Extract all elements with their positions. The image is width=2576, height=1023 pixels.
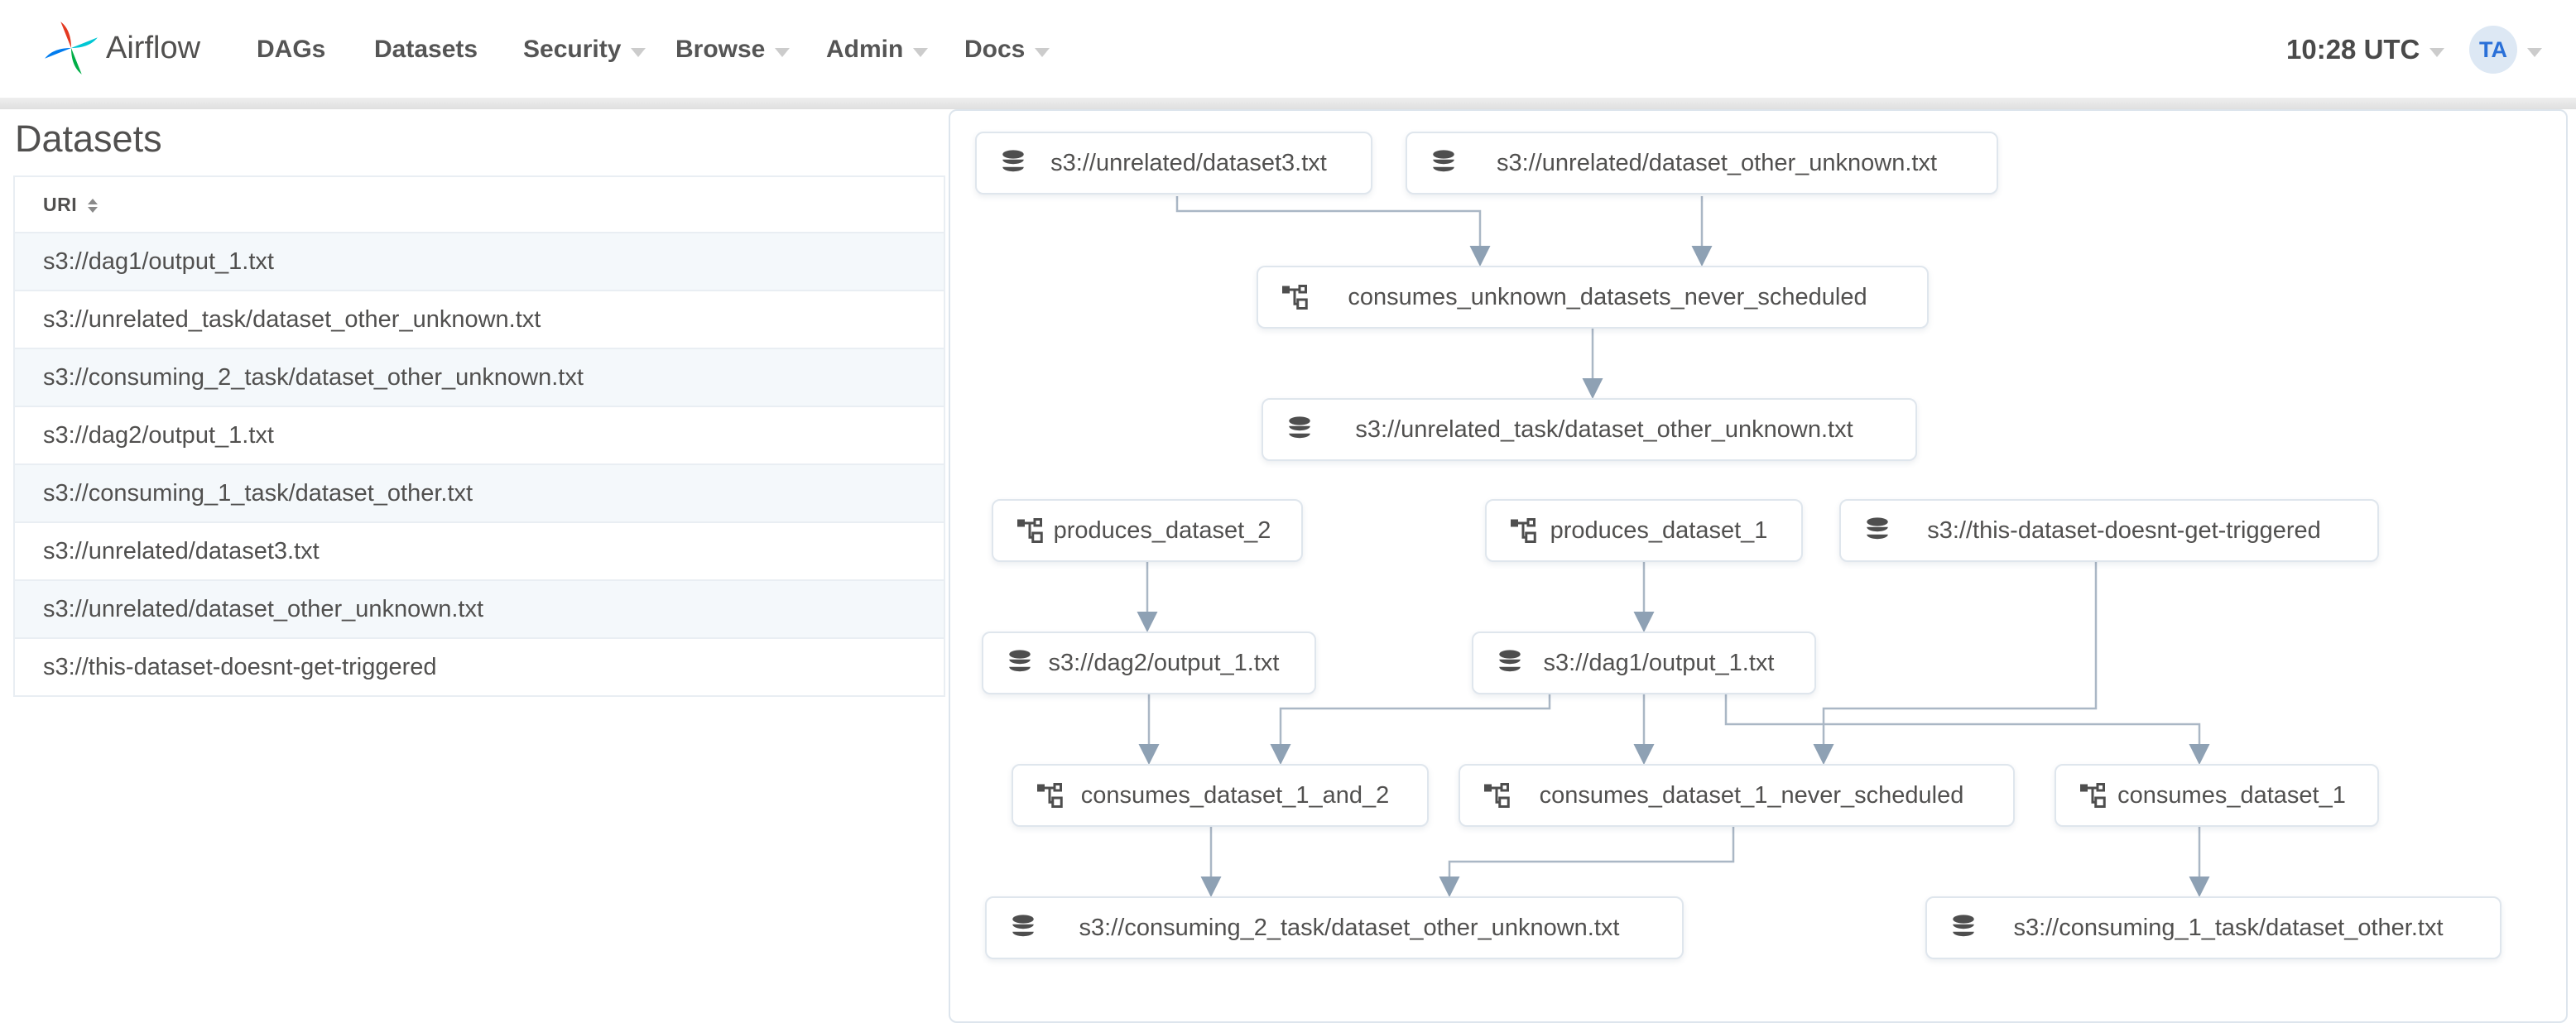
graph-node-dataset[interactable]: s3://unrelated_task/dataset_other_unknow… [1262, 398, 1917, 461]
dataset-uri-cell[interactable]: s3://unrelated_task/dataset_other_unknow… [14, 290, 944, 348]
clock-label: 10:28 UTC [2286, 34, 2420, 65]
graph-node-label: produces_dataset_1 [1550, 516, 1768, 544]
graph-node-label: produces_dataset_2 [1053, 516, 1271, 544]
nav-item-label: Security [523, 36, 622, 63]
nav-item-label: Browse [675, 36, 766, 63]
table-row[interactable]: s3://this-dataset-doesnt-get-triggered [14, 637, 944, 696]
database-icon [1009, 650, 1031, 672]
dataset-uri-cell[interactable]: s3://dag2/output_1.txt [14, 406, 944, 464]
graph-node-label: consumes_dataset_1_never_scheduled [1539, 781, 1964, 809]
table-row[interactable]: s3://unrelated/dataset_other_unknown.txt [14, 579, 944, 638]
brand-name: Airflow [106, 30, 201, 65]
graph-node-dataset[interactable]: s3://dag2/output_1.txt [982, 632, 1316, 694]
graph-node-dag[interactable]: produces_dataset_1 [1485, 499, 1803, 562]
user-menu[interactable]: TA [2469, 0, 2542, 99]
graph-node-label: consumes_dataset_1_and_2 [1080, 781, 1390, 809]
header-divider [0, 98, 2576, 109]
database-icon [1867, 517, 1888, 540]
dataset-uri-cell[interactable]: s3://unrelated/dataset_other_unknown.txt [14, 579, 944, 638]
dataset-uri-cell[interactable]: s3://this-dataset-doesnt-get-triggered [14, 637, 944, 696]
graph-node-label: s3://dag1/output_1.txt [1543, 649, 1775, 676]
airflow-logo-icon [45, 22, 98, 74]
avatar: TA [2469, 26, 2517, 74]
database-icon [1002, 150, 1024, 172]
table-row[interactable]: s3://unrelated/dataset3.txt [14, 521, 944, 580]
graph-node-dataset[interactable]: s3://consuming_2_task/dataset_other_unkn… [985, 896, 1684, 959]
nav-item-dags[interactable]: DAGs [257, 0, 325, 99]
table-row[interactable]: s3://unrelated_task/dataset_other_unknow… [14, 290, 944, 348]
database-icon [1012, 915, 1034, 937]
navbar: Airflow DAGs Datasets Security Browse Ad… [0, 0, 2576, 99]
graph-node-label: s3://unrelated_task/dataset_other_unknow… [1355, 415, 1853, 443]
graph-node-dataset[interactable]: s3://dag1/output_1.txt [1472, 632, 1816, 694]
chevron-down-icon [775, 47, 791, 57]
graph-node-label: consumes_dataset_1 [2117, 781, 2346, 809]
table-row[interactable]: s3://consuming_1_task/dataset_other.txt [14, 463, 944, 522]
dependency-graph-panel: s3://unrelated/dataset3.txt s3://unrelat… [949, 109, 2568, 1023]
graph-node-dag[interactable]: consumes_unknown_datasets_never_schedule… [1257, 266, 1929, 329]
graph-node-label: consumes_unknown_datasets_never_schedule… [1348, 283, 1867, 310]
graph-node-dag[interactable]: consumes_dataset_1_never_scheduled [1459, 764, 2015, 827]
chevron-down-icon [1035, 47, 1050, 57]
column-header-label: URI [43, 193, 78, 215]
dag-icon [1483, 783, 1510, 808]
dataset-uri-cell[interactable]: s3://consuming_2_task/dataset_other_unkn… [14, 348, 944, 406]
table-row[interactable]: s3://dag1/output_1.txt [14, 232, 944, 291]
nav-item-security[interactable]: Security [523, 0, 646, 99]
graph-node-label: s3://consuming_1_task/dataset_other.txt [2013, 914, 2444, 941]
graph-node-dag[interactable]: produces_dataset_2 [992, 499, 1303, 562]
database-icon [1953, 915, 1974, 937]
nav-item-label: Admin [826, 36, 904, 63]
table-row[interactable]: s3://consuming_2_task/dataset_other_unkn… [14, 348, 944, 406]
sort-icon [88, 198, 99, 213]
graph-node-label: s3://consuming_2_task/dataset_other_unkn… [1079, 914, 1620, 941]
database-icon [1433, 150, 1454, 172]
page-title: Datasets [15, 118, 162, 160]
nav-item-datasets[interactable]: Datasets [374, 0, 478, 99]
graph-node-label: s3://dag2/output_1.txt [1048, 649, 1280, 676]
datasets-table: URI s3://dag1/output_1.txt s3://unrelate… [13, 175, 945, 697]
graph-node-dataset[interactable]: s3://consuming_1_task/dataset_other.txt [1925, 896, 2502, 959]
chevron-down-icon [2527, 47, 2542, 57]
graph-node-label: s3://unrelated/dataset_other_unknown.txt [1496, 149, 1938, 176]
chevron-down-icon [913, 47, 929, 57]
database-icon [1499, 650, 1521, 672]
nav-item-docs[interactable]: Docs [964, 0, 1050, 99]
nav-item-admin[interactable]: Admin [826, 0, 929, 99]
dataset-uri-cell[interactable]: s3://unrelated/dataset3.txt [14, 521, 944, 580]
dataset-uri-cell[interactable]: s3://consuming_1_task/dataset_other.txt [14, 463, 944, 522]
brand[interactable]: Airflow [43, 18, 200, 78]
graph-edges [1137, 196, 2210, 897]
dag-icon [1016, 518, 1043, 543]
column-header-uri[interactable]: URI [14, 176, 944, 233]
nav-item-label: Docs [964, 36, 1026, 63]
table-header-row: URI [14, 176, 944, 233]
nav-item-label: Datasets [374, 36, 478, 63]
graph-node-label: s3://this-dataset-doesnt-get-triggered [1927, 516, 2321, 544]
graph-node-dataset[interactable]: s3://unrelated/dataset_other_unknown.txt [1406, 132, 1998, 195]
dag-icon [1281, 285, 1308, 310]
dag-icon [2079, 783, 2106, 808]
table-row[interactable]: s3://dag2/output_1.txt [14, 406, 944, 464]
chevron-down-icon [631, 47, 646, 57]
nav-item-label: DAGs [257, 36, 326, 63]
graph-node-dataset[interactable]: s3://unrelated/dataset3.txt [975, 132, 1372, 195]
clock-dropdown[interactable]: 10:28 UTC [2286, 0, 2445, 99]
dag-icon [1509, 518, 1536, 543]
nav-item-browse[interactable]: Browse [675, 0, 791, 99]
graph-node-dag[interactable]: consumes_dataset_1 [2055, 764, 2379, 827]
graph-node-dag[interactable]: consumes_dataset_1_and_2 [1012, 764, 1429, 827]
chevron-down-icon [2429, 47, 2445, 57]
database-icon [1289, 416, 1310, 439]
dag-icon [1036, 783, 1063, 808]
graph-node-label: s3://unrelated/dataset3.txt [1050, 149, 1327, 176]
dataset-uri-cell[interactable]: s3://dag1/output_1.txt [14, 232, 944, 291]
graph-node-dataset[interactable]: s3://this-dataset-doesnt-get-triggered [1839, 499, 2379, 562]
